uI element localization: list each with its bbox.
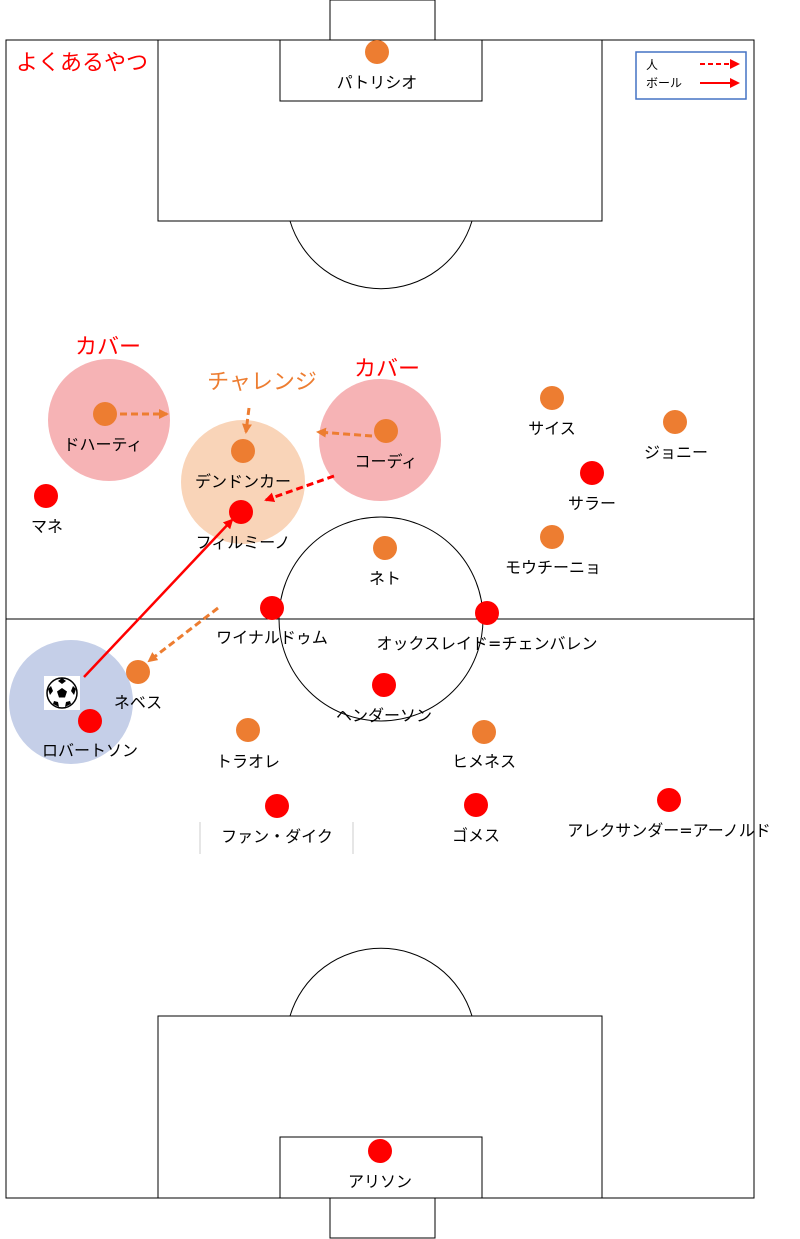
bottom-penalty-arc — [289, 947, 473, 1017]
player-name-traore: トラオレ — [216, 752, 280, 771]
player-name-jimenez: ヒメネス — [452, 752, 516, 771]
player-name-saiss: サイス — [528, 419, 576, 438]
arrows — [83, 407, 373, 678]
orange-team: パトリシオ ドハーティ デンドンカー コーディ サイス ジョニー モウチーニョ … — [63, 40, 708, 771]
zone-label-cover-left: カバー — [75, 335, 141, 360]
player-marker-moutinho — [540, 525, 564, 549]
legend-person-label: 人 — [646, 58, 658, 72]
player-marker-patricio — [365, 40, 389, 64]
player-name-alisson: アリソン — [348, 1172, 412, 1191]
player-marker-wijnaldum — [260, 596, 284, 620]
player-name-ox: オックスレイド=チェンバレン — [377, 634, 598, 653]
legend-box — [635, 51, 747, 100]
player-marker-traore — [236, 718, 260, 742]
top-goal-box — [279, 39, 483, 102]
player-name-robertson: ロバートソン — [42, 741, 138, 760]
red-team: マネ サラー フィルミーノ ワイナルドゥム オックスレイド=チェンバレン ヘンダ… — [31, 461, 771, 1191]
player-name-moutinho: モウチーニョ — [505, 558, 601, 577]
player-name-coady: コーディ — [355, 452, 418, 471]
player-name-henderson: ヘンダーソン — [336, 706, 432, 725]
player-marker-jimenez — [472, 720, 496, 744]
player-marker-ox — [475, 601, 499, 625]
coady-press-arrow — [264, 474, 335, 503]
player-name-dendoncker: デンドンカー — [195, 472, 291, 491]
player-name-salah: サラー — [568, 494, 616, 513]
legend-ball-label: ボール — [646, 76, 682, 90]
player-name-neves: ネベス — [114, 693, 162, 712]
bottom-penalty-box — [157, 1015, 603, 1199]
player-name-mane: マネ — [31, 517, 63, 536]
dendoncker-challenge-arrow — [242, 407, 252, 434]
zone-label-cover-right: カバー — [354, 357, 420, 382]
bottom-goal — [329, 1197, 436, 1239]
pitch-lines — [5, 0, 755, 1239]
top-goal — [329, 0, 436, 41]
player-name-patricio: パトリシオ — [337, 73, 417, 92]
player-marker-coady — [374, 419, 398, 443]
challenge-zone — [181, 420, 305, 544]
player-name-doherty: ドハーティ — [63, 435, 142, 454]
soccer-ball-icon — [44, 676, 80, 710]
player-marker-jonny — [663, 410, 687, 434]
neves-press-arrow — [147, 606, 219, 663]
diagram-title: よくあるやつ — [16, 51, 148, 76]
player-name-gomez: ゴメス — [452, 826, 500, 845]
player-marker-robertson — [78, 709, 102, 733]
player-name-jonny: ジョニー — [644, 443, 708, 462]
player-name-neto: ネト — [369, 569, 401, 588]
player-marker-vandijk — [265, 794, 289, 818]
coady-cover-arrow — [316, 427, 373, 438]
player-marker-alisson — [368, 1139, 392, 1163]
player-marker-dendoncker — [231, 439, 255, 463]
player-marker-taa — [657, 788, 681, 812]
player-marker-gomez — [464, 793, 488, 817]
player-marker-henderson — [372, 673, 396, 697]
legend: 人 ボール — [635, 51, 747, 100]
ball-pass-arrow — [83, 518, 234, 678]
player-marker-neves — [126, 660, 150, 684]
player-marker-neto — [373, 536, 397, 560]
player-marker-salah — [580, 461, 604, 485]
player-name-taa: アレクサンダー=アーノルド — [567, 821, 771, 840]
top-penalty-box — [157, 39, 603, 222]
player-name-vandijk: ファン・ダイク — [221, 827, 333, 846]
top-penalty-arc — [289, 220, 473, 290]
player-name-firmino: フィルミーノ — [196, 533, 291, 552]
player-marker-mane — [34, 484, 58, 508]
player-marker-doherty — [93, 402, 117, 426]
player-marker-saiss — [540, 386, 564, 410]
zone-label-challenge: チャレンジ — [207, 370, 317, 395]
player-marker-firmino — [229, 500, 253, 524]
player-name-wijnaldum: ワイナルドゥム — [216, 628, 328, 647]
